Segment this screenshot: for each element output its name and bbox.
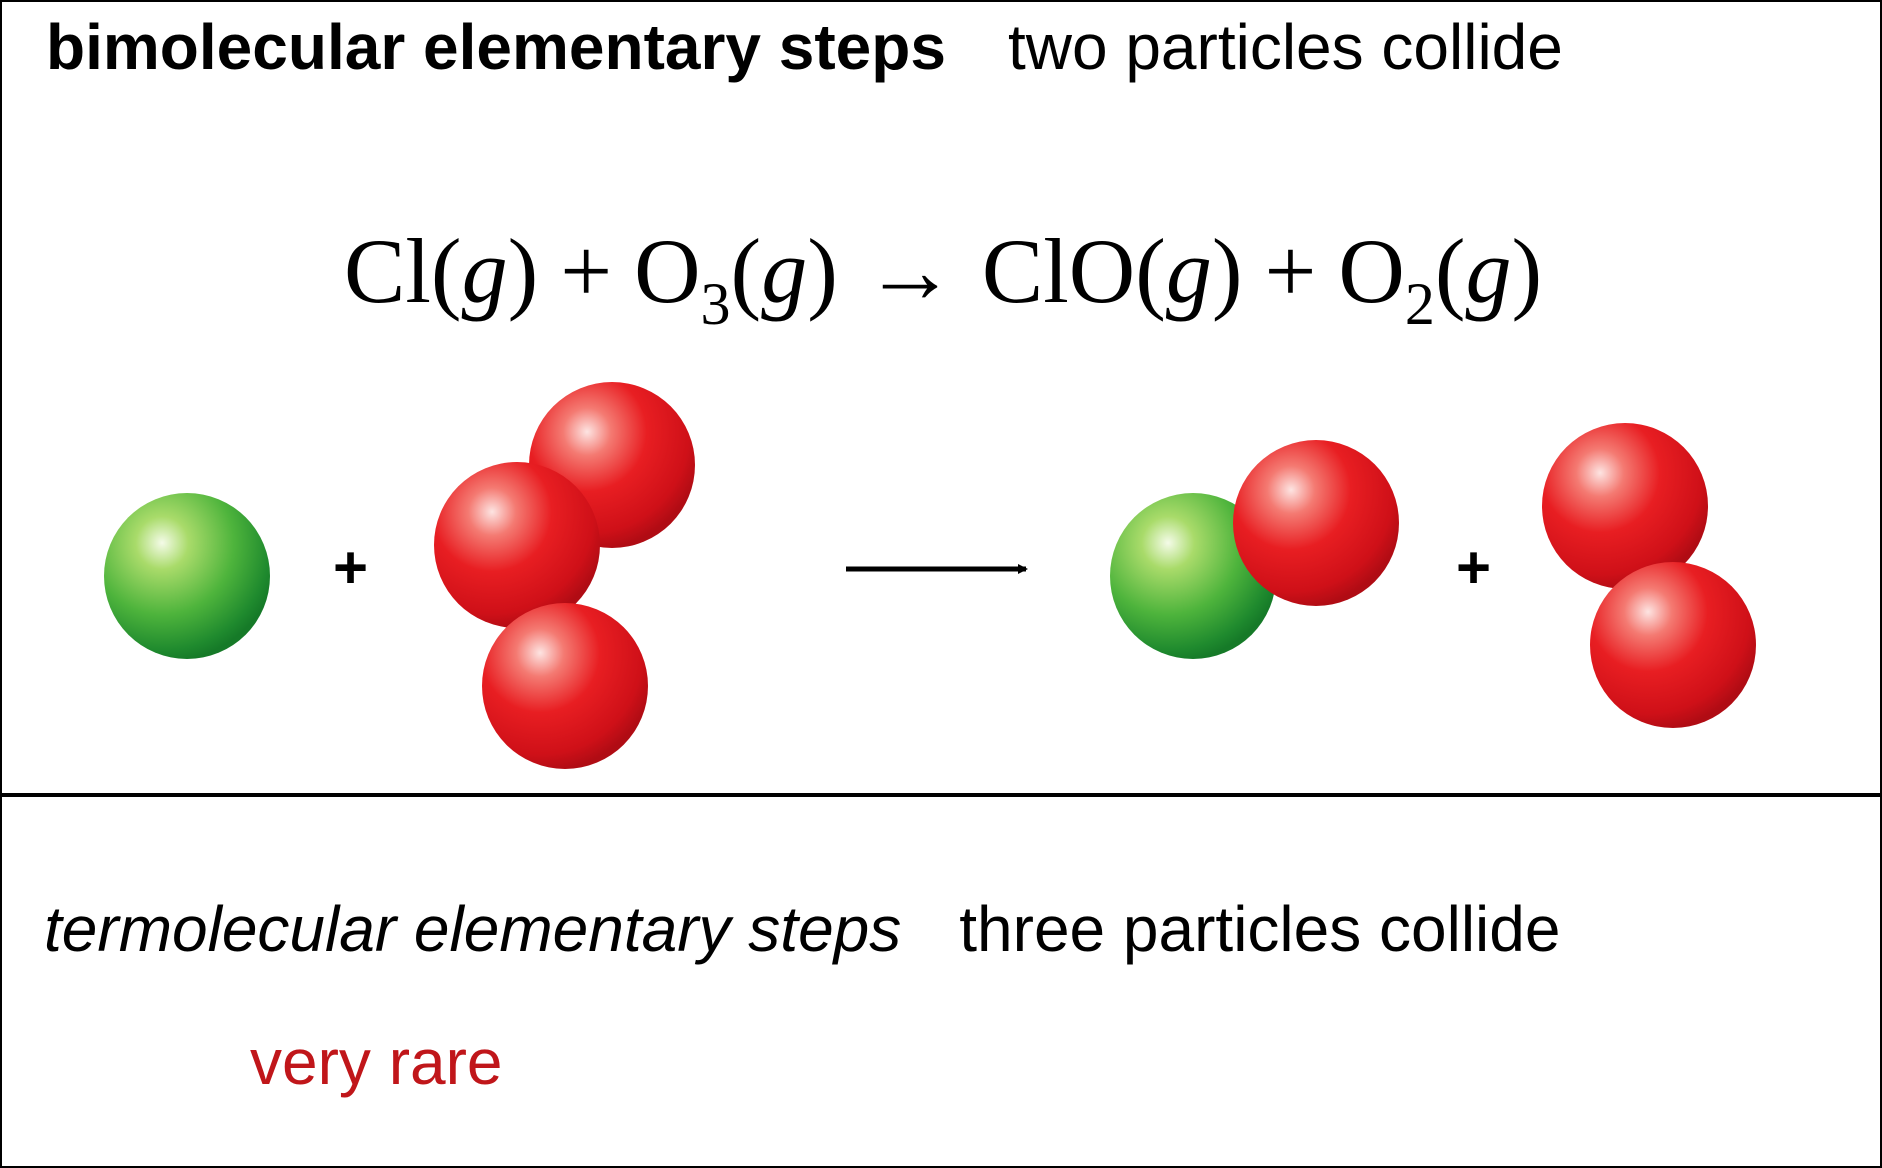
- termolecular-heading: termolecular elementary steps three parti…: [44, 892, 1560, 966]
- diagram-plus-right: +: [1456, 534, 1492, 601]
- section-divider: [0, 793, 1882, 797]
- equation-plus-1: +: [560, 220, 613, 322]
- reaction-arrow-symbol: →: [863, 220, 956, 322]
- product-oxygen: O2(g): [1338, 220, 1543, 337]
- oxygen-atom: [434, 462, 600, 628]
- molecule-diagram: [104, 382, 1756, 769]
- product-clo: ClO(g): [981, 220, 1243, 322]
- diagram-plus-left: +: [333, 534, 369, 601]
- clo-molecule: [1110, 440, 1399, 659]
- reactant-cl: Cl(g): [344, 220, 539, 322]
- oxygen-atom: [1590, 562, 1756, 728]
- termolecular-title: termolecular elementary steps: [44, 893, 902, 965]
- rarity-note: very rare: [250, 1026, 503, 1098]
- oxygen-molecule: [1542, 423, 1756, 728]
- equation-plus-2: +: [1264, 220, 1317, 322]
- reaction-equation: Cl(g)+O3(g)→ClO(g)+O2(g): [344, 218, 1543, 337]
- oxygen-atom: [482, 603, 648, 769]
- chlorine-atom: [104, 493, 270, 659]
- ozone-molecule: [434, 382, 695, 769]
- bimolecular-heading: bimolecular elementary steps two particle…: [46, 10, 1563, 84]
- bimolecular-description: two particles collide: [1007, 11, 1563, 83]
- bimolecular-title: bimolecular elementary steps: [46, 11, 946, 83]
- oxygen-atom: [1233, 440, 1399, 606]
- reactant-ozone: O3(g): [634, 220, 838, 337]
- oxygen-atom: [1542, 423, 1708, 589]
- termolecular-description: three particles collide: [959, 893, 1561, 965]
